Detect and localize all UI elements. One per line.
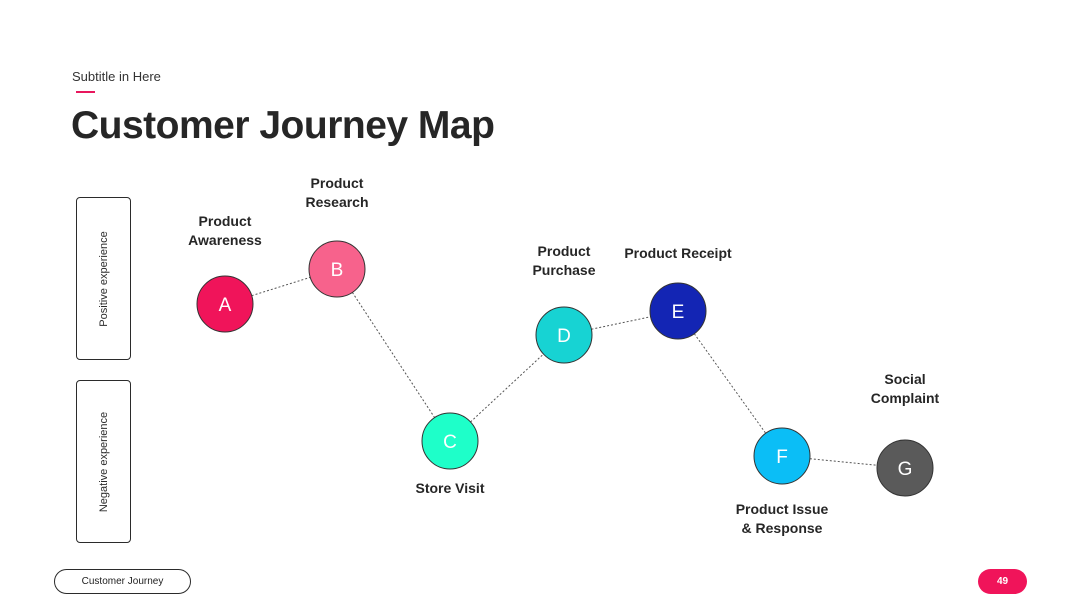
subtitle-accent-line — [76, 91, 95, 93]
page-number-badge: 49 — [978, 569, 1027, 594]
stage-letter-e: E — [672, 302, 685, 323]
stage-letter-d: D — [557, 326, 571, 347]
stage-letter-c: C — [443, 432, 457, 453]
stage-letter-a: A — [219, 295, 232, 316]
stage-label-g-line-2: Complaint — [871, 390, 940, 406]
journey-connector-4 — [591, 316, 651, 330]
journey-stage-c: C Store Visit — [416, 412, 485, 496]
footer-section-pill: Customer Journey — [54, 569, 191, 594]
stage-label-b-line-2: Research — [305, 194, 368, 210]
subtitle: Subtitle in Here — [72, 69, 161, 84]
stage-letter-b: B — [331, 260, 344, 281]
stage-label-f-line-1: Product Issue — [736, 501, 829, 517]
stage-label-g-line-1: Social — [884, 371, 925, 387]
page-number: 49 — [996, 576, 1009, 587]
stage-label-f-line-2: & Response — [742, 520, 823, 536]
journey-connector-2 — [351, 292, 436, 418]
footer-section-label: Customer Journey — [81, 576, 164, 587]
stage-circle-b — [308, 240, 366, 298]
journey-stage-e: E Product Receipt — [624, 245, 732, 340]
page-title: Customer Journey Map — [71, 104, 495, 147]
journey-connector-6 — [809, 458, 878, 466]
stage-label-b-line-1: Product — [311, 175, 364, 191]
stage-label-a-line-2: Awareness — [188, 232, 262, 248]
stage-letter-g: G — [898, 459, 913, 480]
negative-experience-box: Negative experience — [76, 380, 131, 543]
stage-circle-e — [649, 282, 707, 340]
journey-connector-1 — [251, 276, 311, 297]
stage-label-e-line-1: Product Receipt — [624, 245, 732, 261]
stage-label-a-line-1: Product — [199, 213, 252, 229]
journey-connector-5 — [693, 333, 767, 434]
stage-circle-g — [876, 439, 934, 497]
journey-stage-f: F Product Issue & Response — [736, 427, 829, 536]
stage-circle-f — [753, 427, 811, 485]
stage-circle-c — [421, 412, 479, 470]
stage-label-c-line-1: Store Visit — [416, 480, 485, 496]
journey-connector-3 — [470, 353, 544, 423]
stage-circle-d — [535, 306, 593, 364]
stage-circle-a — [196, 275, 254, 333]
stage-label-d-line-2: Purchase — [532, 262, 595, 278]
stage-label-d-line-1: Product — [538, 243, 591, 259]
positive-experience-box: Positive experience — [76, 197, 131, 360]
stage-letter-f: F — [776, 447, 788, 468]
